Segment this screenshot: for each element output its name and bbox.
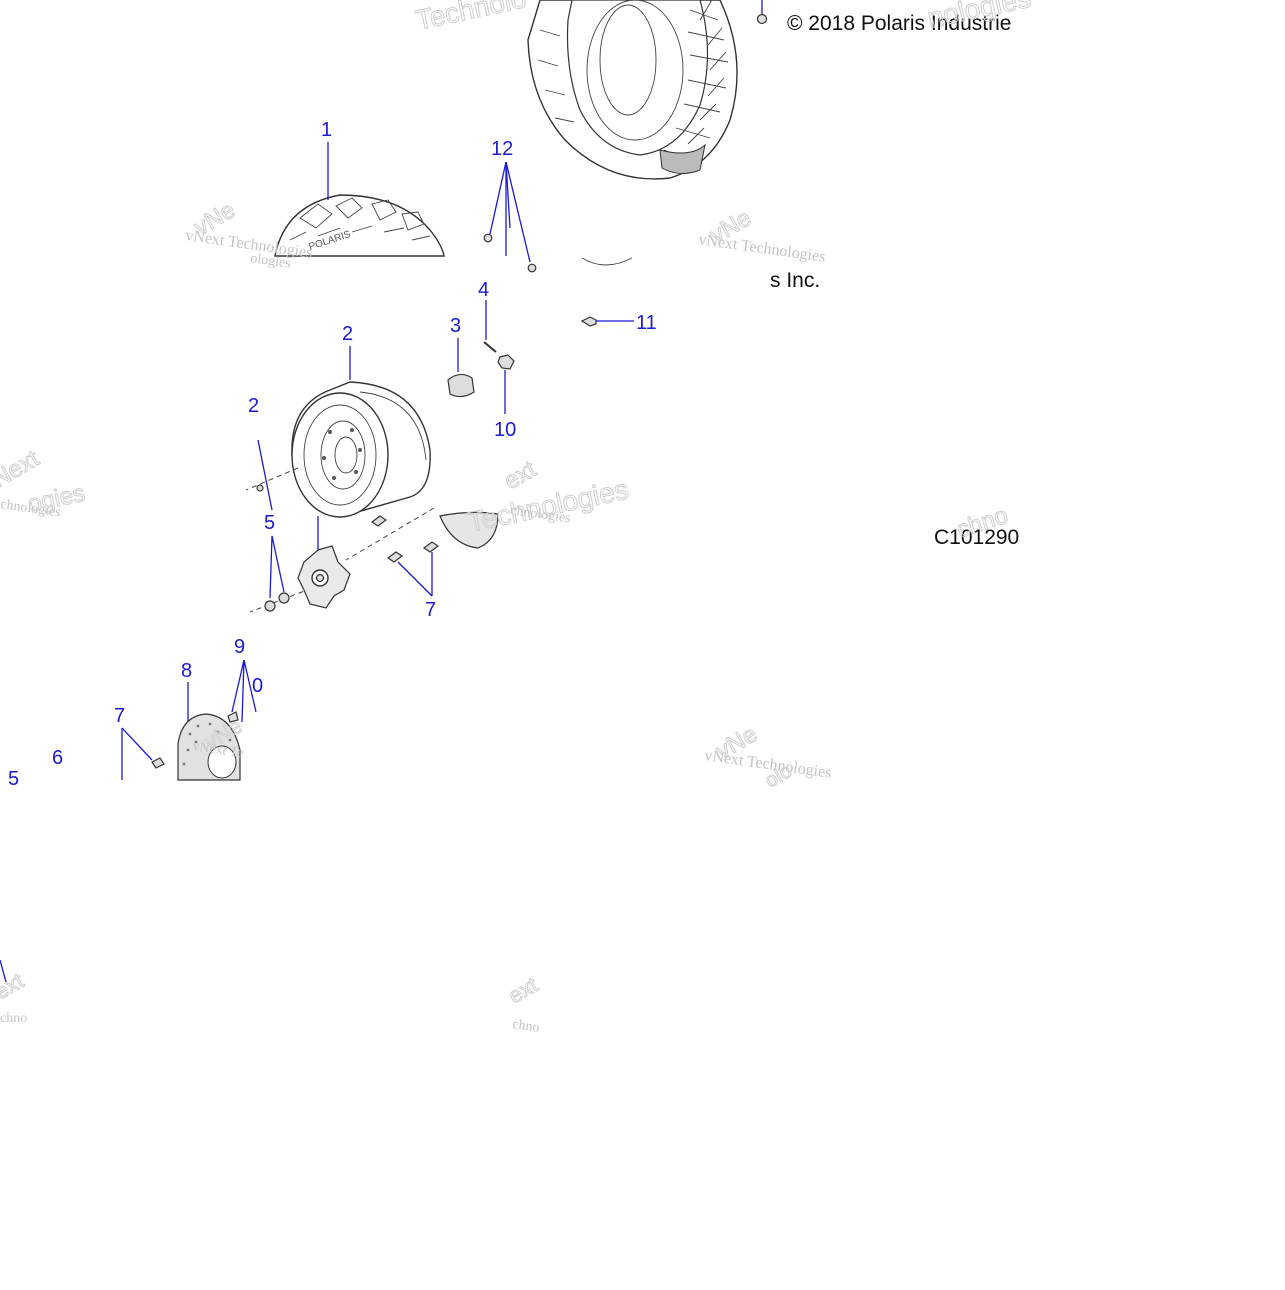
- callout-4: 4: [478, 279, 489, 301]
- svg-text:ogies: ogies: [26, 480, 88, 518]
- brake-rotor: [177, 713, 241, 781]
- svg-text:Technolo: Technolo: [413, 0, 529, 36]
- callout-8-group: 8: [181, 660, 192, 726]
- callout-10-group: 10: [494, 354, 516, 441]
- svg-text:chno: chno: [511, 1017, 540, 1036]
- watermark-left-edge: Next chnologies ogies: [0, 444, 88, 520]
- tire-large-top: [527, 0, 738, 180]
- callout-5-partial: 5: [8, 768, 19, 790]
- callout-4-group: 4: [478, 279, 497, 353]
- callout-12-group: 12: [483, 138, 537, 273]
- callout-10: 10: [494, 419, 516, 441]
- svg-text:Technologies: Technologies: [465, 474, 631, 538]
- callout-7b: 7: [114, 705, 125, 727]
- copyright-notice: © 2018 Polaris Industrie: [787, 12, 1011, 35]
- callout-9: 9: [234, 636, 245, 658]
- svg-text:chno: chno: [0, 1011, 27, 1026]
- svg-text:ext: ext: [500, 456, 542, 496]
- tire-1: POLARIS: [274, 194, 445, 257]
- svg-text:vNext Te: vNext Te: [191, 739, 244, 761]
- callout-9-group: 9: [227, 636, 257, 723]
- svg-text:Next: Next: [0, 445, 44, 493]
- callout-6: 6: [52, 747, 63, 769]
- callout-7-group: 7: [370, 515, 440, 621]
- callout-2-group: 2: [342, 323, 353, 380]
- callout-2: 2: [342, 323, 353, 345]
- wheel-hub: [297, 516, 351, 609]
- callout-12: 12: [491, 138, 513, 160]
- watermark-bottom: ext chno ext chno: [0, 959, 542, 1036]
- callout-1: 1: [321, 119, 332, 141]
- watermark-lower-right: vNext Technologies vNe olo: [703, 720, 832, 793]
- watermark-mid-right: vNext Technologies vNe: [697, 204, 826, 266]
- callout-11-group: 11: [580, 312, 657, 334]
- callout-2-partial: 2: [248, 395, 259, 417]
- callout-5-group: 5: [264, 512, 290, 612]
- svg-text:ext: ext: [504, 972, 542, 1008]
- callout-3: 3: [450, 315, 461, 337]
- figure-id: C101290: [934, 526, 1019, 549]
- watermark-center: ext Technologies chnologies: [464, 455, 631, 538]
- callout-5: 5: [264, 512, 275, 534]
- callout-3-group: 3: [447, 315, 475, 398]
- wheel-rim: [291, 381, 431, 518]
- callout-10-partial: 0: [252, 675, 263, 697]
- callout-11: 11: [636, 312, 657, 334]
- svg-text:ologies: ologies: [249, 251, 291, 271]
- copyright-fragment: s Inc.: [770, 269, 820, 292]
- callout-7: 7: [425, 599, 436, 621]
- tire-arc-fragment: [581, 257, 633, 266]
- callout-8: 8: [181, 660, 192, 682]
- callout-7b-group: 7: [114, 705, 165, 780]
- nut-top-right: [756, 0, 768, 25]
